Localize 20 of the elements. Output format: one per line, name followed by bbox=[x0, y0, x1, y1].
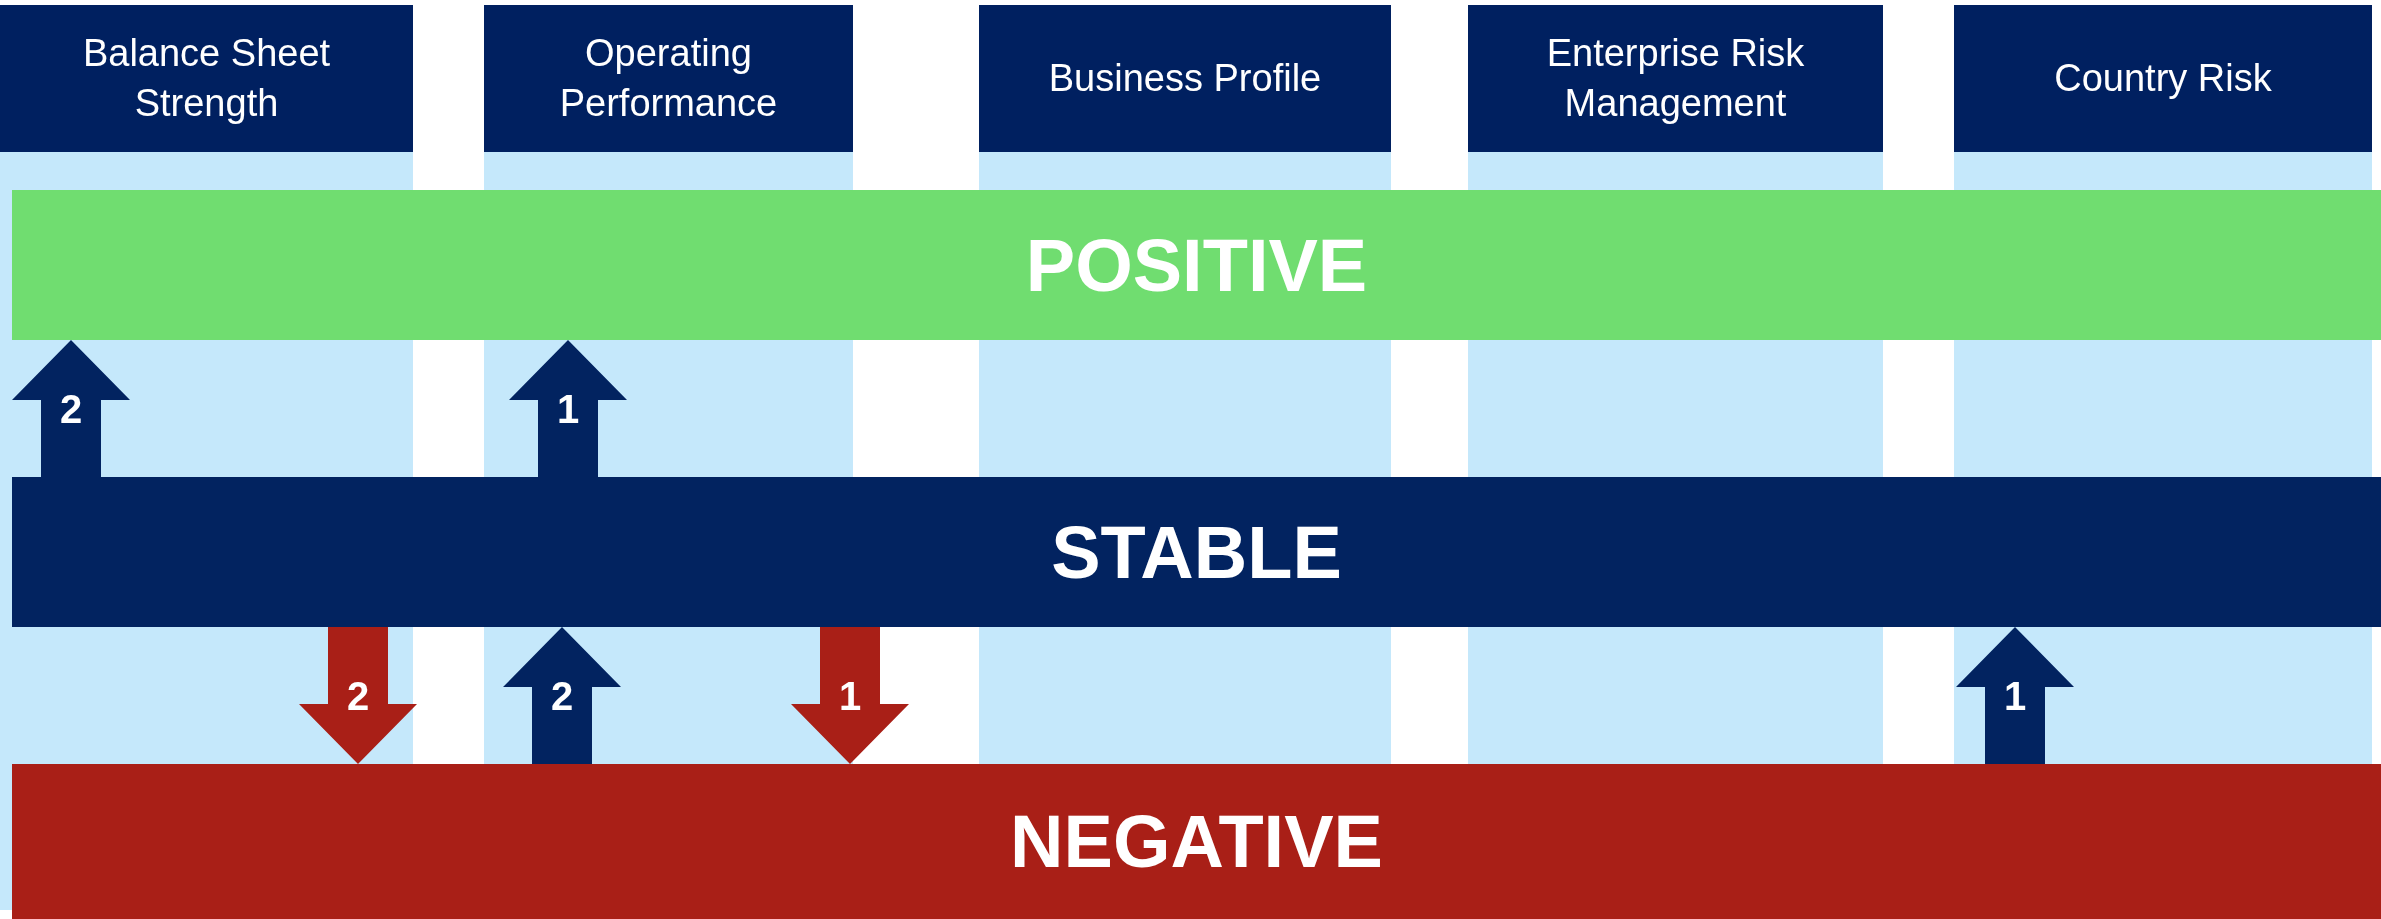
edge-label: 1 bbox=[838, 675, 862, 716]
edge-label: 1 bbox=[556, 388, 580, 429]
header-box: Business Profile bbox=[979, 5, 1391, 152]
edge-label: 2 bbox=[59, 388, 83, 429]
header-box: Country Risk bbox=[1954, 5, 2372, 152]
stable-band: STABLE bbox=[12, 477, 2381, 627]
block-arrow bbox=[791, 627, 909, 764]
block-arrow bbox=[12, 340, 130, 477]
header-box: Balance Sheet Strength bbox=[0, 5, 413, 152]
block-arrow bbox=[1956, 627, 2074, 764]
block-arrow bbox=[299, 627, 417, 764]
edge-label: 1 bbox=[2003, 675, 2027, 716]
negative-band: NEGATIVE bbox=[12, 764, 2381, 919]
block-arrow bbox=[509, 340, 627, 477]
header-box: Enterprise Risk Management bbox=[1468, 5, 1883, 152]
edge-label: 2 bbox=[550, 675, 574, 716]
block-arrow bbox=[503, 627, 621, 764]
edge-label: 2 bbox=[346, 675, 370, 716]
positive-band: POSITIVE bbox=[12, 190, 2381, 340]
header-box: Operating Performance bbox=[484, 5, 853, 152]
